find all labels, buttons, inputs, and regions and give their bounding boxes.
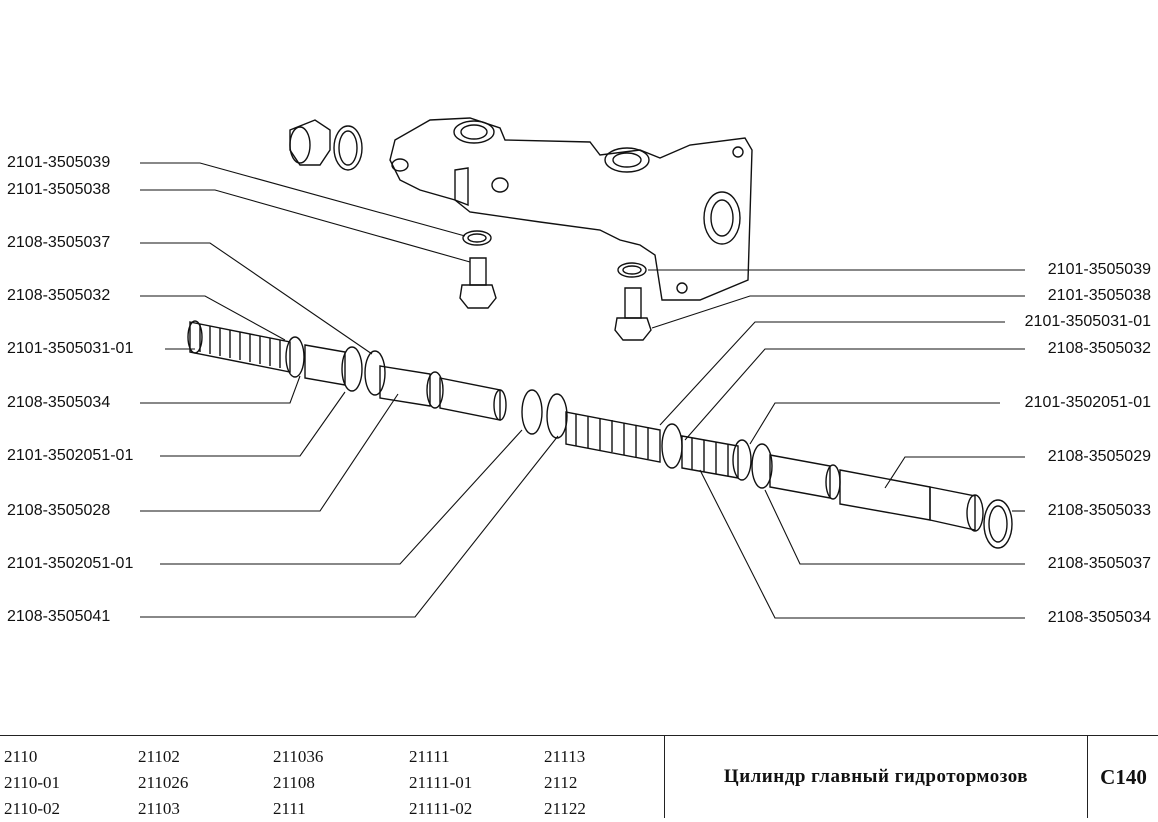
part-number-label: 2108-3505033 (1046, 502, 1152, 520)
exploded-view-drawing (140, 117, 1025, 619)
part-number-label: 2108-3505037 (1046, 555, 1152, 573)
model-number: 21111-01 (409, 773, 473, 792)
plug-and-seal-drawing (289, 119, 363, 171)
part-number-label: 2108-3505029 (1046, 448, 1152, 466)
part-number-label: 2101-3505031-01 (1023, 313, 1152, 331)
model-number: 21111 (409, 747, 450, 766)
part-number-label: 2101-3505038 (6, 181, 112, 199)
part-number-label: 2101-3505039 (6, 154, 112, 172)
model-number: 21108 (273, 773, 315, 792)
part-number-label: 2108-3505032 (6, 287, 112, 305)
model-list: 2110 2110-01 2110-02 21102 211026 21103 … (0, 736, 665, 818)
diagram-title: Цилиндр главный гидротормозов (723, 766, 1029, 787)
part-number-label: 2108-3505041 (6, 608, 112, 626)
page-code: C140 (1087, 736, 1158, 818)
model-number: 21113 (544, 747, 586, 766)
model-column: 21102 211026 21103 (138, 744, 188, 822)
part-number-label: 2108-3505028 (6, 502, 112, 520)
leader-lines (140, 162, 1025, 619)
model-number: 211036 (273, 747, 324, 766)
cylinder-body-drawing (389, 117, 753, 301)
piston-assembly-drawing (187, 320, 1013, 549)
part-number-label: 2108-3505032 (1046, 340, 1152, 358)
parts-diagram: 2101-3505039 2101-3505038 2108-3505037 2108… (6, 117, 1152, 627)
part-number-label: 2101-3505038 (1046, 287, 1152, 305)
part-number-label: 2108-3505034 (6, 394, 112, 412)
model-column: 2110 2110-01 2110-02 (4, 744, 60, 822)
part-number-label: 2108-3505034 (1046, 609, 1152, 627)
model-column: 21111 21111-01 21111-02 (409, 744, 472, 822)
model-number: 2110-02 (4, 799, 61, 818)
model-number: 211026 (138, 773, 189, 792)
part-number-label: 2101-3502051-01 (1023, 394, 1152, 412)
model-number: 2112 (544, 773, 578, 792)
title-block: 2110 2110-01 2110-02 21102 211026 21103 … (0, 735, 1158, 818)
model-column: 21113 2112 21122 (544, 744, 586, 822)
model-number: 21103 (138, 799, 180, 818)
model-number: 2111 (273, 799, 306, 818)
part-number-label: 2101-3505031-01 (6, 340, 135, 358)
part-number-label: 2101-3502051-01 (6, 555, 135, 573)
model-number: 21122 (544, 799, 586, 818)
part-number-label: 2101-3502051-01 (6, 447, 135, 465)
model-number: 2110 (4, 747, 38, 766)
model-number: 2110-01 (4, 773, 61, 792)
part-number-label: 2108-3505037 (6, 234, 112, 252)
part-number-label: 2101-3505039 (1046, 261, 1152, 279)
model-column: 211036 21108 2111 (273, 744, 323, 822)
model-number: 21111-02 (409, 799, 473, 818)
model-number: 21102 (138, 747, 180, 766)
